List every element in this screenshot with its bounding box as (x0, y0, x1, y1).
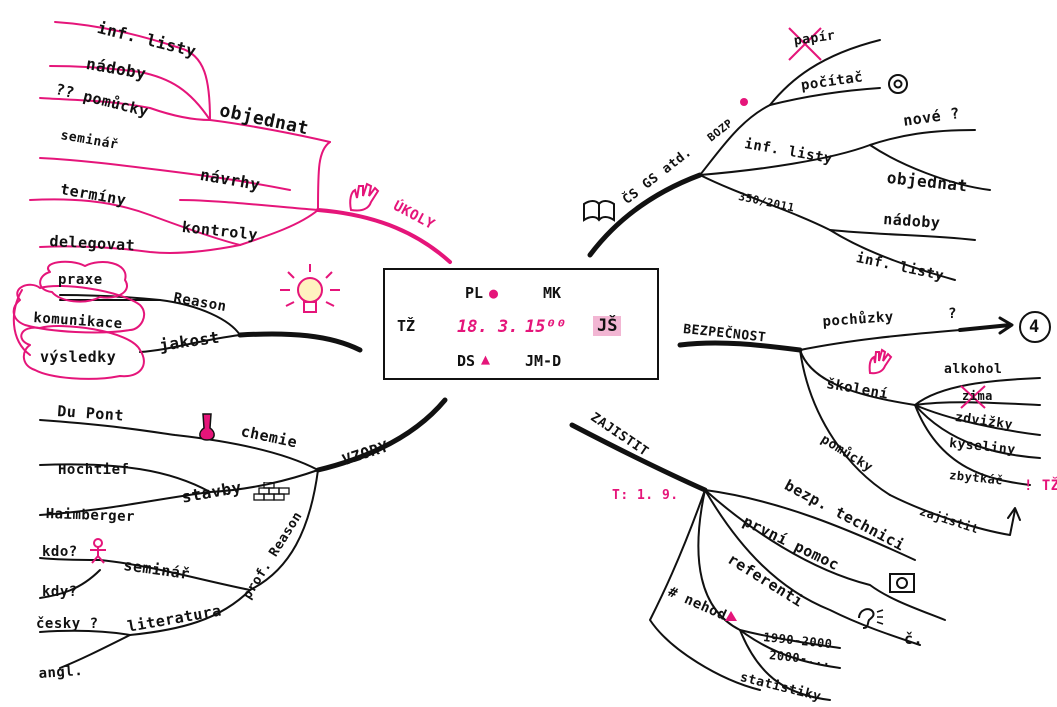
participant-tz: TŽ (397, 317, 416, 335)
cross-out-papir-icon (785, 24, 825, 68)
branch-zajistit (569, 422, 946, 701)
pl-dot-icon: ● (489, 284, 499, 302)
meeting-time: 15⁰⁰ (525, 317, 566, 337)
hand-raise-icon (866, 347, 896, 381)
circle-four-icon (1018, 310, 1052, 348)
label-cesky: česky ? (36, 616, 99, 632)
participant-js: JŠ (593, 316, 622, 336)
branch-bezpecnost (677, 316, 1041, 536)
book-icon (582, 198, 616, 226)
label-c: č. (904, 630, 924, 648)
triangle-icon (725, 606, 737, 625)
cloud-jakost (12, 260, 146, 380)
face-icon (886, 72, 910, 100)
participant-ds: DS (457, 352, 476, 370)
label-kdo: kdo? (42, 544, 78, 560)
hand-icon (345, 180, 385, 218)
label-zima: zima (962, 389, 993, 403)
label-angl: angl. (38, 662, 84, 682)
branch-csgs (587, 39, 991, 281)
label-hochtief: Hochtief (58, 462, 130, 478)
participant-mk: MK (543, 284, 562, 302)
participant-jmd: JM-D (525, 352, 562, 370)
flask-icon (196, 412, 218, 446)
branch-ukoly (29, 21, 452, 264)
dot-icon (738, 93, 750, 112)
label-tz-alert: ! TŽ (1024, 478, 1057, 494)
label-deadline: T: 1. 9. (612, 488, 679, 503)
cross-out-zima-icon (958, 383, 988, 415)
camera-icon (888, 572, 916, 598)
label-haimberger: Haimberger (45, 506, 136, 526)
label-praxe: praxe (58, 272, 103, 288)
participant-pl: PL (465, 284, 484, 302)
branch-vzory (39, 397, 448, 669)
ds-triangle-icon: ▲ (481, 350, 491, 368)
person-icon (88, 538, 108, 568)
ear-icon (855, 604, 885, 636)
center-meeting-box: PL ● MK TŽ 18. 3. 15⁰⁰ JŠ DS ▲ JM-D (383, 268, 659, 380)
bricks-icon (252, 481, 292, 508)
label-four: 4 (1029, 317, 1040, 337)
label-question: ? (948, 306, 957, 322)
meeting-date: 18. 3. (457, 317, 519, 337)
branch-jakost (59, 294, 363, 353)
label-vysledky: výsledky (40, 348, 117, 366)
lightbulb-icon (278, 262, 342, 330)
label-kdy: kdy? (42, 584, 78, 600)
label-alkohol: alkohol (944, 362, 1003, 377)
